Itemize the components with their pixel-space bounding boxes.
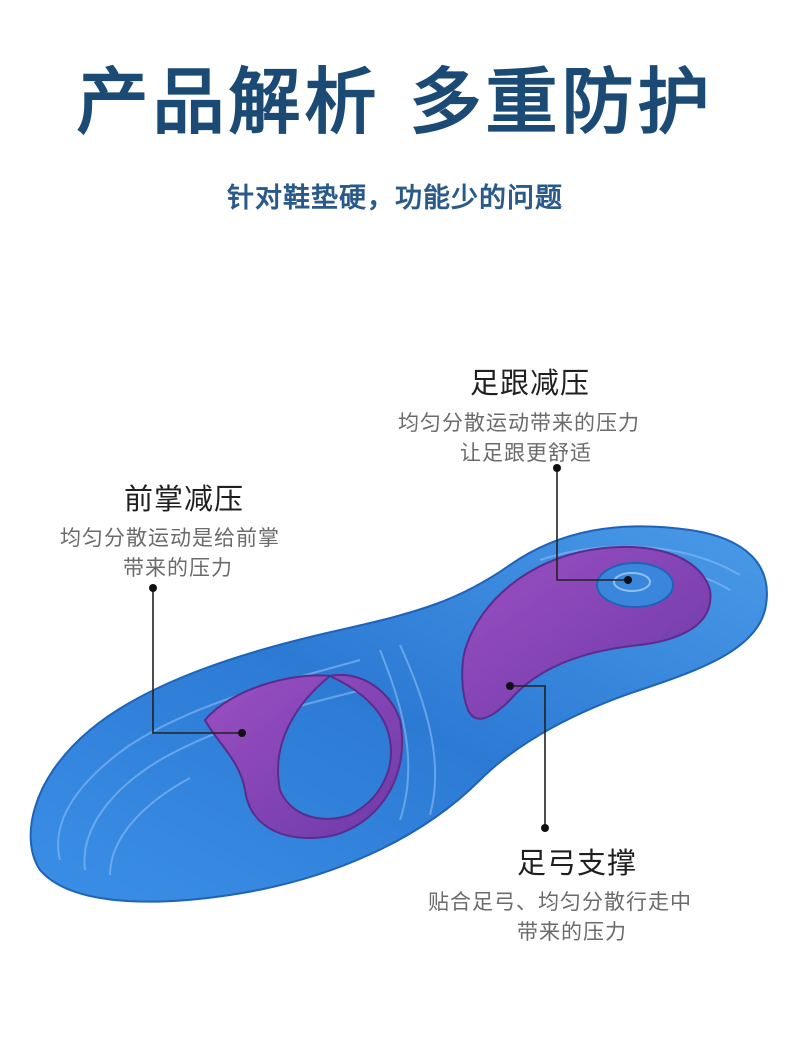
forefoot-dot-marker xyxy=(149,584,157,592)
heel-cup xyxy=(596,562,674,608)
heel-callout-line-1: 均匀分散运动带来的压力 xyxy=(398,411,640,435)
forefoot-gel-pad xyxy=(203,673,404,839)
forefoot-callout-line-2: 带来的压力 xyxy=(123,556,233,580)
arch-target-dot-marker xyxy=(506,682,514,690)
heel-callout-heading: 足跟减压 xyxy=(470,366,591,400)
arch-pointer-line xyxy=(510,685,546,828)
forefoot-target-dot-marker xyxy=(238,729,246,737)
heel-dot-marker xyxy=(553,464,561,472)
heel-pointer-line xyxy=(556,468,628,581)
page-title: 产品解析 多重防护 xyxy=(76,60,714,144)
heel-callout-line-2: 让足跟更舒适 xyxy=(460,441,592,465)
forefoot-callout-heading: 前掌减压 xyxy=(124,482,245,516)
arch-callout-heading: 足弓支撑 xyxy=(517,846,638,880)
page-subtitle: 针对鞋垫硬，功能少的问题 xyxy=(227,183,563,214)
forefoot-callout-line-1: 均匀分散运动是给前掌 xyxy=(60,526,280,550)
pointer-lines xyxy=(152,468,628,828)
forefoot-pointer-line xyxy=(152,588,242,734)
heel-target-dot-marker xyxy=(624,576,632,584)
arch-callout-line-2: 带来的压力 xyxy=(517,920,627,944)
arch-dot-marker xyxy=(541,824,549,832)
arch-callout-line-1: 贴合足弓、均匀分散行走中 xyxy=(428,890,692,914)
